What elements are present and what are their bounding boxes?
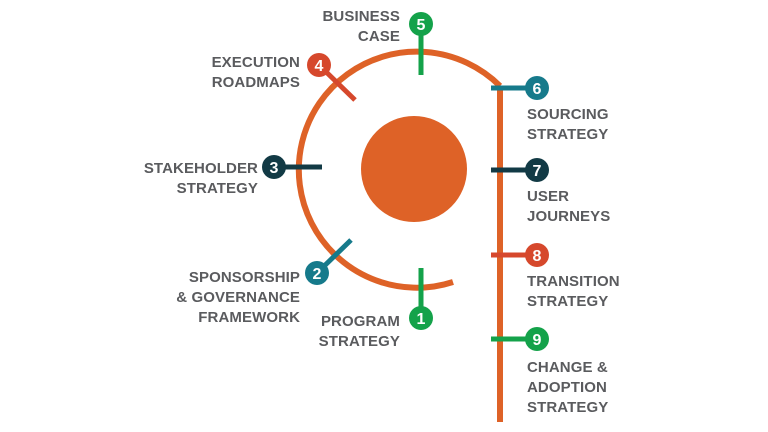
milestone-5: 5 bbox=[409, 12, 433, 75]
milestone-8-badge bbox=[525, 243, 549, 267]
milestone-5-number: 5 bbox=[417, 17, 426, 34]
milestone-9-number: 9 bbox=[533, 332, 542, 349]
milestone-8-number: 8 bbox=[533, 248, 542, 265]
milestone-5-label: BUSINESS CASE bbox=[322, 8, 400, 45]
center-dot bbox=[361, 116, 467, 222]
milestone-2-number: 2 bbox=[313, 266, 322, 283]
spiral-arc bbox=[295, 48, 503, 291]
milestone-4: 4 bbox=[307, 53, 357, 102]
milestone-3-label: STAKEHOLDER STRATEGY bbox=[143, 160, 258, 197]
milestone-2: 2 bbox=[305, 238, 353, 285]
milestone-7-number: 7 bbox=[533, 163, 542, 180]
milestone-4-number: 4 bbox=[315, 58, 324, 75]
milestone-7-badge bbox=[525, 158, 549, 182]
milestone-4-badge bbox=[307, 53, 331, 77]
milestone-9-label: CHANGE & ADOPTION STRATEGY bbox=[527, 359, 609, 416]
milestone-1: 1 bbox=[409, 268, 433, 330]
milestone-4-label: EXECUTION ROADMAPS bbox=[211, 54, 300, 91]
milestone-7-label: USER JOURNEYS bbox=[527, 188, 611, 225]
milestone-6-label: SOURCING STRATEGY bbox=[527, 106, 609, 143]
milestone-1-label: PROGRAM STRATEGY bbox=[318, 313, 400, 350]
milestone-2-label: SPONSORSHIP & GOVERNANCE FRAMEWORK bbox=[176, 269, 300, 326]
milestone-9: 9 bbox=[491, 327, 549, 351]
milestone-2-badge bbox=[305, 261, 329, 285]
milestone-5-badge bbox=[409, 12, 433, 36]
milestone-6: 6 bbox=[491, 76, 549, 100]
milestone-1-number: 1 bbox=[417, 311, 426, 328]
milestone-1-badge bbox=[409, 306, 433, 330]
milestone-3-badge bbox=[262, 155, 286, 179]
milestone-6-badge bbox=[525, 76, 549, 100]
milestone-6-number: 6 bbox=[533, 81, 542, 98]
milestone-3-number: 3 bbox=[270, 160, 279, 177]
milestone-8-label: TRANSITION STRATEGY bbox=[527, 273, 620, 310]
milestone-7: 7 bbox=[491, 158, 549, 182]
milestone-8: 8 bbox=[491, 243, 549, 267]
milestone-3: 3 bbox=[262, 155, 322, 179]
milestone-9-badge bbox=[525, 327, 549, 351]
